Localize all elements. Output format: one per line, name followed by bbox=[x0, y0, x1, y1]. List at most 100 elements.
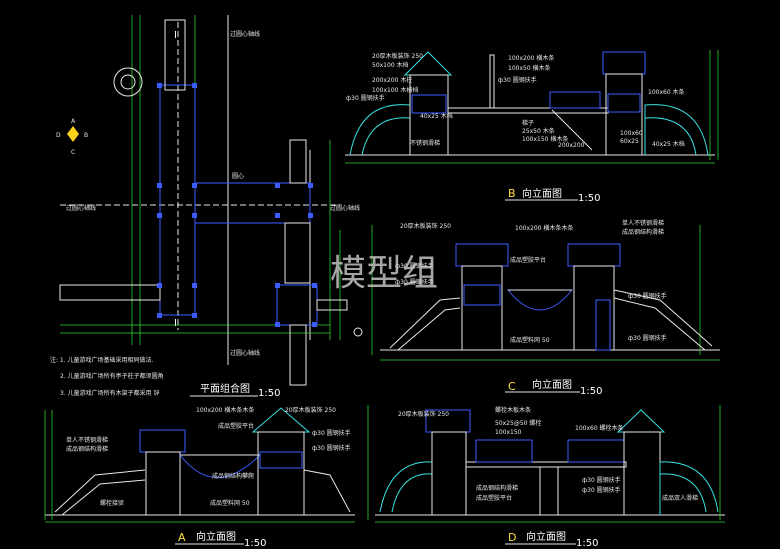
callout: 成品双人滑梯 bbox=[662, 494, 698, 502]
plan-spiral-slide bbox=[353, 327, 363, 337]
plan-walkway bbox=[159, 84, 196, 316]
tower bbox=[605, 73, 643, 156]
callout: 100x60 螺栓木条 bbox=[575, 424, 624, 432]
tower bbox=[461, 265, 503, 351]
plan-slide bbox=[164, 19, 186, 91]
elevation-title: 向立面图 bbox=[196, 530, 236, 543]
callout: ф30 圆钢扶手 bbox=[498, 76, 537, 84]
watermark: 模型组 bbox=[330, 253, 438, 294]
callout: 螺栓接驳 bbox=[100, 499, 124, 507]
deck bbox=[465, 461, 627, 468]
elevation-letter: A bbox=[178, 531, 186, 544]
slide bbox=[659, 461, 719, 515]
slide bbox=[613, 297, 706, 351]
note-line: 注: 1. 儿童游戏广场基础采用相同做法. bbox=[50, 356, 154, 364]
railing bbox=[259, 451, 303, 469]
ladder bbox=[595, 299, 611, 351]
plan-spiral-slide bbox=[113, 67, 143, 97]
callout: 100x150 bbox=[495, 429, 522, 436]
callout: 单人不锈钢滑梯 bbox=[622, 219, 664, 227]
tower bbox=[623, 431, 661, 516]
callout: 不锈钢滑梯 bbox=[410, 139, 440, 147]
slide bbox=[54, 469, 146, 513]
callout: 50x100 木档 bbox=[372, 61, 409, 69]
section-mark-top: I bbox=[174, 30, 177, 41]
tower bbox=[573, 265, 615, 351]
note-line: 3. 儿童游戏广场所有木架子都采用 锌 bbox=[60, 389, 160, 397]
slide bbox=[659, 473, 707, 513]
slide bbox=[361, 117, 411, 156]
plan-axis-label-bottom: 过圆心轴线 bbox=[230, 349, 260, 357]
callout: 成品塑料网 50 bbox=[210, 499, 250, 507]
notes: 注: 1. 儿童游戏广场基础采用相同做法. 2. 儿童游戏广场所有亭子柱子都须圆… bbox=[50, 356, 164, 397]
ladder bbox=[539, 466, 559, 516]
plan-ladder bbox=[284, 222, 311, 284]
slide bbox=[613, 289, 713, 347]
callout: 100x60 木条 bbox=[648, 88, 685, 96]
callout: 100x50 横木条 bbox=[508, 64, 551, 72]
callout: 100x100 木横档 bbox=[372, 86, 418, 94]
callout: 成品塑胶平台 bbox=[476, 494, 512, 502]
callout: 成品塑料网 50 bbox=[510, 336, 550, 344]
tower-roof bbox=[602, 51, 646, 75]
plan-title: 平面组合图 bbox=[200, 382, 250, 395]
plan-slide bbox=[289, 324, 307, 386]
callout: 20厚木板装饰 250 bbox=[372, 52, 423, 60]
tower bbox=[409, 74, 449, 156]
plan-view: 过圆心轴线 过圆心轴线 过圆心轴线 过圆心轴线 圆心 I I A B C D 平… bbox=[56, 15, 363, 399]
plan-spiral-slide bbox=[120, 74, 136, 90]
callout: ф30 圆钢扶手 bbox=[628, 334, 667, 342]
plan-post-markers bbox=[157, 83, 317, 327]
callout: ф30 圆钢扶手 bbox=[312, 444, 351, 452]
tower-roof bbox=[455, 243, 509, 267]
railing bbox=[549, 91, 601, 109]
callout: 成品钢结构攀爬 bbox=[212, 472, 254, 480]
railing bbox=[475, 439, 533, 463]
callout: 螺栓木板木条 bbox=[495, 406, 531, 414]
note-line: 2. 儿童游戏广场所有亭子柱子都须圆角 bbox=[60, 372, 164, 380]
elevation-a: 100x200 横木条木条 20厚木板装饰 250 单人不锈钢滑梯 成品钢结构滑… bbox=[44, 406, 355, 549]
callout: 成品钢结构滑梯 bbox=[622, 228, 664, 236]
railing bbox=[607, 93, 641, 113]
post bbox=[489, 54, 495, 109]
plan-bridge bbox=[194, 182, 311, 224]
elevation-letter: B bbox=[508, 187, 516, 200]
tower-roof bbox=[567, 243, 621, 267]
tower-roof bbox=[139, 429, 186, 453]
elevation-letter: C bbox=[508, 380, 516, 393]
callout: 100x150 横木条 bbox=[522, 135, 568, 143]
callout: 100x200 横木条木条 bbox=[196, 406, 254, 414]
slide bbox=[397, 307, 461, 351]
callout: ф30 圆钢扶手 bbox=[395, 262, 434, 270]
elevation-scale: 1:50 bbox=[576, 538, 598, 549]
elevation-title: 向立面图 bbox=[532, 378, 572, 391]
callout: 20厚木板装饰 250 bbox=[400, 222, 451, 230]
tower bbox=[431, 431, 467, 516]
elevation-b: 20厚木板装饰 250 50x100 木档 200x200 木柱 100x100… bbox=[345, 50, 719, 204]
railing bbox=[567, 439, 625, 463]
callout: 100x60 bbox=[620, 130, 643, 137]
callout: 60x25 bbox=[620, 138, 639, 145]
tower bbox=[145, 451, 181, 516]
elevation-c: 20厚木板装饰 250 100x200 横木条木条 单人不锈钢滑梯 成品钢结构滑… bbox=[371, 219, 720, 397]
callout: 100x200 横木条 bbox=[508, 54, 554, 62]
callout: 单人不锈钢滑梯 bbox=[66, 436, 108, 444]
slide bbox=[644, 104, 709, 156]
elevation-title: 向立面图 bbox=[522, 187, 562, 200]
svg-text:A: A bbox=[71, 118, 76, 125]
callout: 50x25@50 螺栓 bbox=[495, 419, 541, 427]
slide bbox=[61, 479, 146, 516]
svg-text:D: D bbox=[56, 132, 61, 139]
elevation-scale: 1:50 bbox=[580, 386, 602, 397]
plan-axis-label-left: 过圆心轴线 bbox=[66, 204, 96, 212]
elevation-scale: 1:50 bbox=[244, 538, 266, 549]
plan-scale: 1:50 bbox=[258, 388, 280, 399]
compass-icon: A B C D bbox=[56, 118, 88, 156]
callout: 200x200 木柱 bbox=[372, 76, 412, 84]
callout: 成品塑胶平台 bbox=[510, 256, 546, 264]
elevation-scale: 1:50 bbox=[578, 193, 600, 204]
ladder bbox=[551, 109, 593, 151]
slide bbox=[303, 469, 351, 513]
callout: ф30 圆钢扶手 bbox=[582, 486, 621, 494]
